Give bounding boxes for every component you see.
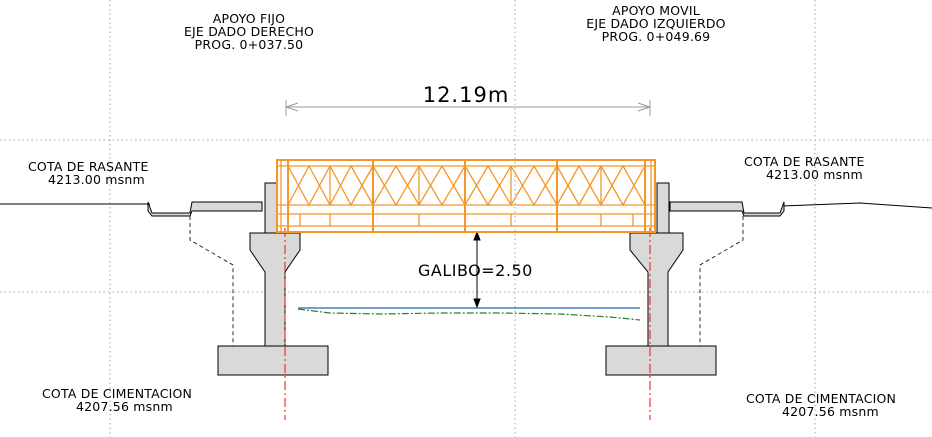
left-support-label: APOYO FIJO EJE DADO DERECHO PROG. 0+037.… — [184, 12, 314, 51]
bailey-truss — [276, 159, 656, 233]
left-grade-label: COTA DE RASANTE 4213.00 msnm — [28, 160, 149, 186]
right-support-axis: EJE DADO IZQUIERDO — [586, 16, 726, 31]
left-support-axis: EJE DADO DERECHO — [183, 24, 315, 39]
ground-line — [0, 202, 932, 209]
span-dimension-label: 12.19m — [422, 83, 510, 107]
left-support-station: PROG. 0+037.50 — [194, 37, 304, 52]
left-grade-value: 4213.00 msnm — [48, 172, 145, 187]
support-axis-lines — [284, 228, 651, 420]
right-foundation-value: 4207.56 msnm — [782, 404, 879, 419]
right-grade-value: 4213.00 msnm — [766, 167, 863, 182]
left-foundation-title: COTA DE CIMENTACION — [42, 386, 193, 401]
right-foundation-title: COTA DE CIMENTACION — [746, 391, 897, 406]
span-dimension-line — [284, 100, 652, 116]
left-foundation-value: 4207.56 msnm — [76, 399, 173, 414]
right-wingwall-hidden — [699, 216, 744, 346]
right-support-type: APOYO MOVIL — [612, 3, 700, 18]
clearance-label: GALIBO=2.50 — [418, 261, 533, 280]
right-foundation-label: COTA DE CIMENTACION 4207.56 msnm — [746, 392, 896, 418]
left-abutment — [147, 182, 329, 376]
right-support-station: PROG. 0+049.69 — [601, 29, 711, 44]
left-wingwall-hidden — [189, 216, 234, 346]
left-support-type: APOYO FIJO — [212, 11, 286, 26]
right-support-label: APOYO MOVIL EJE DADO IZQUIERDO PROG. 0+0… — [586, 4, 725, 43]
right-grade-label: COTA DE RASANTE 4213.00 msnm — [744, 155, 865, 181]
left-foundation-label: COTA DE CIMENTACION 4207.56 msnm — [42, 387, 192, 413]
right-abutment — [605, 182, 785, 376]
riverbed-line — [297, 308, 641, 321]
left-grade-title: COTA DE RASANTE — [28, 159, 149, 174]
right-grade-title: COTA DE RASANTE — [744, 154, 865, 169]
